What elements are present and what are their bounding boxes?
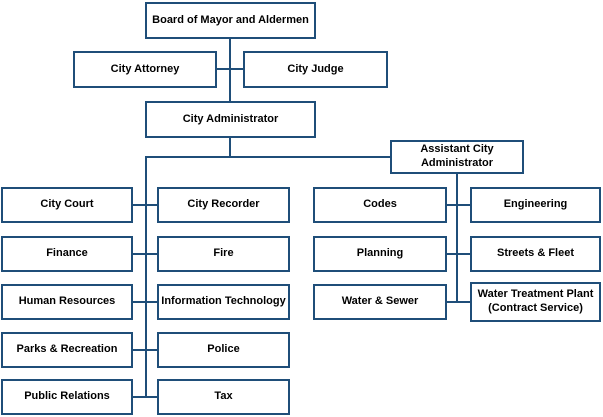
node-label: Fire <box>213 247 234 260</box>
node-label: Parks & Recreation <box>16 343 118 356</box>
node-board-of-mayor-and-aldermen: Board of Mayor and Aldermen <box>145 2 316 39</box>
connector-stub-row1-left <box>133 204 157 206</box>
connector-attorney-judge <box>217 68 243 70</box>
connector-stub-row2-left <box>133 253 157 255</box>
connector-admin-to-assistant <box>145 156 390 158</box>
node-label: Planning <box>356 247 404 260</box>
node-label: Codes <box>363 198 397 211</box>
node-water-sewer: Water & Sewer <box>313 284 447 320</box>
node-label: City Attorney <box>110 62 180 75</box>
connector-board-to-city-administrator <box>229 39 231 101</box>
node-label: Water Treatment Plant (Contract Service) <box>478 288 594 316</box>
node-city-administrator: City Administrator <box>145 101 316 138</box>
node-engineering: Engineering <box>470 187 601 223</box>
node-label: Tax <box>214 390 233 403</box>
node-label: Streets & Fleet <box>496 247 575 260</box>
node-city-court: City Court <box>1 187 133 223</box>
node-human-resources: Human Resources <box>1 284 133 320</box>
node-label: City Judge <box>287 62 344 75</box>
node-finance: Finance <box>1 236 133 272</box>
node-city-attorney: City Attorney <box>73 51 217 88</box>
node-label: Finance <box>46 247 88 260</box>
node-label: Engineering <box>503 198 568 211</box>
node-information-technology: Information Technology <box>157 284 290 320</box>
connector-city-administrator-drop <box>229 138 231 158</box>
connector-stub-row4-left <box>133 349 157 351</box>
node-label: Police <box>207 343 240 356</box>
node-label: Assistant City Administrator <box>420 143 494 169</box>
node-city-recorder: City Recorder <box>157 187 290 223</box>
node-label: Public Relations <box>24 390 110 403</box>
node-label: Human Resources <box>18 295 116 308</box>
connector-stub-row3-right <box>447 301 470 303</box>
connector-stub-row5-left <box>133 396 157 398</box>
node-label: Information Technology <box>161 295 286 308</box>
node-public-relations: Public Relations <box>1 379 133 415</box>
connector-left-trunk <box>145 156 147 398</box>
node-label: City Court <box>40 198 94 211</box>
node-city-judge: City Judge <box>243 51 388 88</box>
connector-stub-row3-left <box>133 301 157 303</box>
node-label: Water & Sewer <box>341 295 419 308</box>
node-label: Board of Mayor and Aldermen <box>152 13 309 26</box>
node-fire: Fire <box>157 236 290 272</box>
connector-stub-row2-right <box>447 253 470 255</box>
node-police: Police <box>157 332 290 368</box>
node-label: City Recorder <box>187 198 260 211</box>
node-codes: Codes <box>313 187 447 223</box>
node-planning: Planning <box>313 236 447 272</box>
node-parks-recreation: Parks & Recreation <box>1 332 133 368</box>
connector-right-trunk <box>456 174 458 303</box>
node-assistant-city-administrator: Assistant City Administrator <box>390 140 524 174</box>
node-label-line1: Water Treatment Plant <box>477 288 594 301</box>
node-water-treatment-plant: Water Treatment Plant (Contract Service) <box>470 282 601 322</box>
node-label: City Administrator <box>182 112 279 125</box>
node-streets-fleet: Streets & Fleet <box>470 236 601 272</box>
node-label-line2: (Contract Service) <box>488 302 583 314</box>
connector-stub-row1-right <box>447 204 470 206</box>
node-tax: Tax <box>157 379 290 415</box>
